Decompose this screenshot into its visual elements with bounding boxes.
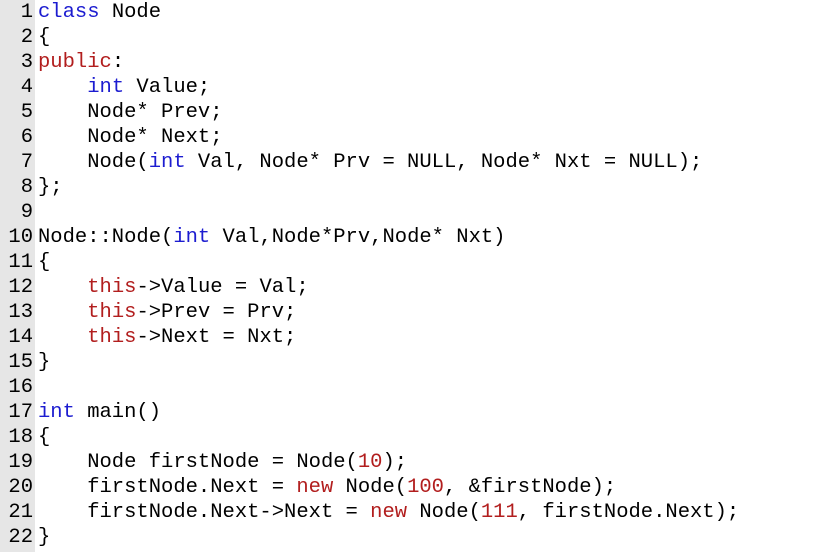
code-token-new: new (296, 476, 334, 499)
code-token-this: this (87, 301, 137, 324)
line-number: 4 (20, 76, 33, 99)
code-token-plain: Node( (407, 501, 481, 524)
code-token-keyword: int (38, 401, 75, 424)
line-number: 21 (8, 501, 33, 524)
code-line[interactable]: int main() (38, 400, 837, 425)
code-line[interactable]: int Value; (38, 75, 837, 100)
code-token-plain: Value; (124, 76, 211, 99)
code-token-plain: Val,Node*Prv,Node* Nxt) (210, 226, 506, 249)
code-token-plain: : (111, 51, 125, 74)
code-line[interactable]: this->Prev = Prv; (38, 300, 837, 325)
line-number: 16 (8, 376, 33, 399)
line-number: 17 (8, 401, 33, 424)
code-line[interactable]: Node firstNode = Node(10); (38, 450, 837, 475)
code-line[interactable]: firstNode.Next->Next = new Node(111, fir… (38, 500, 837, 525)
code-token-this: this (87, 276, 137, 299)
code-token-plain: } (38, 351, 51, 374)
line-number: 19 (8, 451, 33, 474)
code-token-plain: , &firstNode); (443, 476, 617, 499)
code-line[interactable]: Node* Prev; (38, 100, 837, 125)
code-token-plain (38, 76, 87, 99)
code-line[interactable]: this->Value = Val; (38, 275, 837, 300)
line-number: 11 (8, 251, 33, 274)
code-token-plain: }; (38, 176, 63, 199)
code-token-keyword: int (148, 151, 186, 174)
line-number: 15 (8, 351, 33, 374)
code-token-plain: firstNode.Next->Next = (38, 501, 371, 524)
code-line[interactable]: public: (38, 50, 837, 75)
line-number: 14 (8, 326, 33, 349)
line-number: 18 (8, 426, 33, 449)
code-line[interactable]: }; (38, 175, 837, 200)
code-token-plain: ->Prev = Prv; (136, 301, 297, 324)
code-token-plain: Node( (333, 476, 408, 499)
line-number: 6 (20, 126, 33, 149)
line-number: 2 (20, 26, 33, 49)
line-number: 1 (20, 1, 33, 24)
code-token-number: 100 (407, 476, 444, 499)
code-token-plain: main() (74, 401, 162, 424)
code-token-plain: Node firstNode = Node( (38, 451, 358, 474)
code-line[interactable]: this->Next = Nxt; (38, 325, 837, 350)
code-line[interactable] (38, 200, 837, 225)
code-token-plain: Val, Node* Prv = NULL, Node* Nxt = NULL)… (185, 151, 703, 174)
code-token-plain: Node (99, 1, 162, 24)
line-number: 12 (8, 276, 33, 299)
code-token-plain (38, 301, 87, 324)
line-number: 9 (20, 201, 33, 224)
line-number: 20 (8, 476, 33, 499)
code-token-plain: Node( (38, 151, 149, 174)
code-token-plain: Node::Node( (38, 226, 174, 249)
code-line[interactable]: { (38, 425, 837, 450)
code-token-keyword: int (173, 226, 211, 249)
code-line[interactable]: class Node (38, 0, 837, 25)
code-token-plain: firstNode.Next = (38, 476, 297, 499)
code-line[interactable]: { (38, 250, 837, 275)
code-token-plain: ->Value = Val; (136, 276, 309, 299)
line-number: 10 (8, 226, 33, 249)
code-token-keyword: int (87, 76, 125, 99)
code-line[interactable]: Node::Node(int Val,Node*Prv,Node* Nxt) (38, 225, 837, 250)
code-token-keyword: class (38, 1, 100, 24)
code-token-this: this (87, 326, 137, 349)
code-token-plain: } (38, 526, 51, 549)
line-number: 22 (8, 526, 33, 549)
code-token-plain: ); (382, 451, 408, 474)
line-number: 7 (20, 151, 33, 174)
code-area[interactable]: class Node{public: int Value; Node* Prev… (35, 0, 837, 552)
code-token-plain (38, 276, 87, 299)
code-line[interactable]: firstNode.Next = new Node(100, &firstNod… (38, 475, 837, 500)
code-line[interactable] (38, 375, 837, 400)
code-token-this: public (38, 51, 112, 74)
code-token-plain: Node* Next; (38, 126, 223, 149)
code-token-plain: ->Next = Nxt; (136, 326, 297, 349)
code-token-plain: Node* Prev; (38, 101, 223, 124)
code-line[interactable]: Node* Next; (38, 125, 837, 150)
code-token-plain: { (38, 251, 51, 274)
code-token-plain: { (38, 426, 51, 449)
code-line[interactable]: Node(int Val, Node* Prv = NULL, Node* Nx… (38, 150, 837, 175)
line-number: 3 (20, 51, 33, 74)
code-token-plain: , firstNode.Next); (517, 501, 740, 524)
code-token-number: 111 (480, 501, 518, 524)
code-line[interactable]: { (38, 25, 837, 50)
code-token-plain (38, 326, 87, 349)
line-number: 13 (8, 301, 33, 324)
line-number: 8 (20, 176, 33, 199)
line-number: 5 (20, 101, 33, 124)
code-token-number: 10 (357, 451, 383, 474)
code-token-plain: { (38, 26, 51, 49)
code-line[interactable]: } (38, 350, 837, 375)
code-token-new: new (370, 501, 408, 524)
code-line[interactable]: } (38, 525, 837, 550)
